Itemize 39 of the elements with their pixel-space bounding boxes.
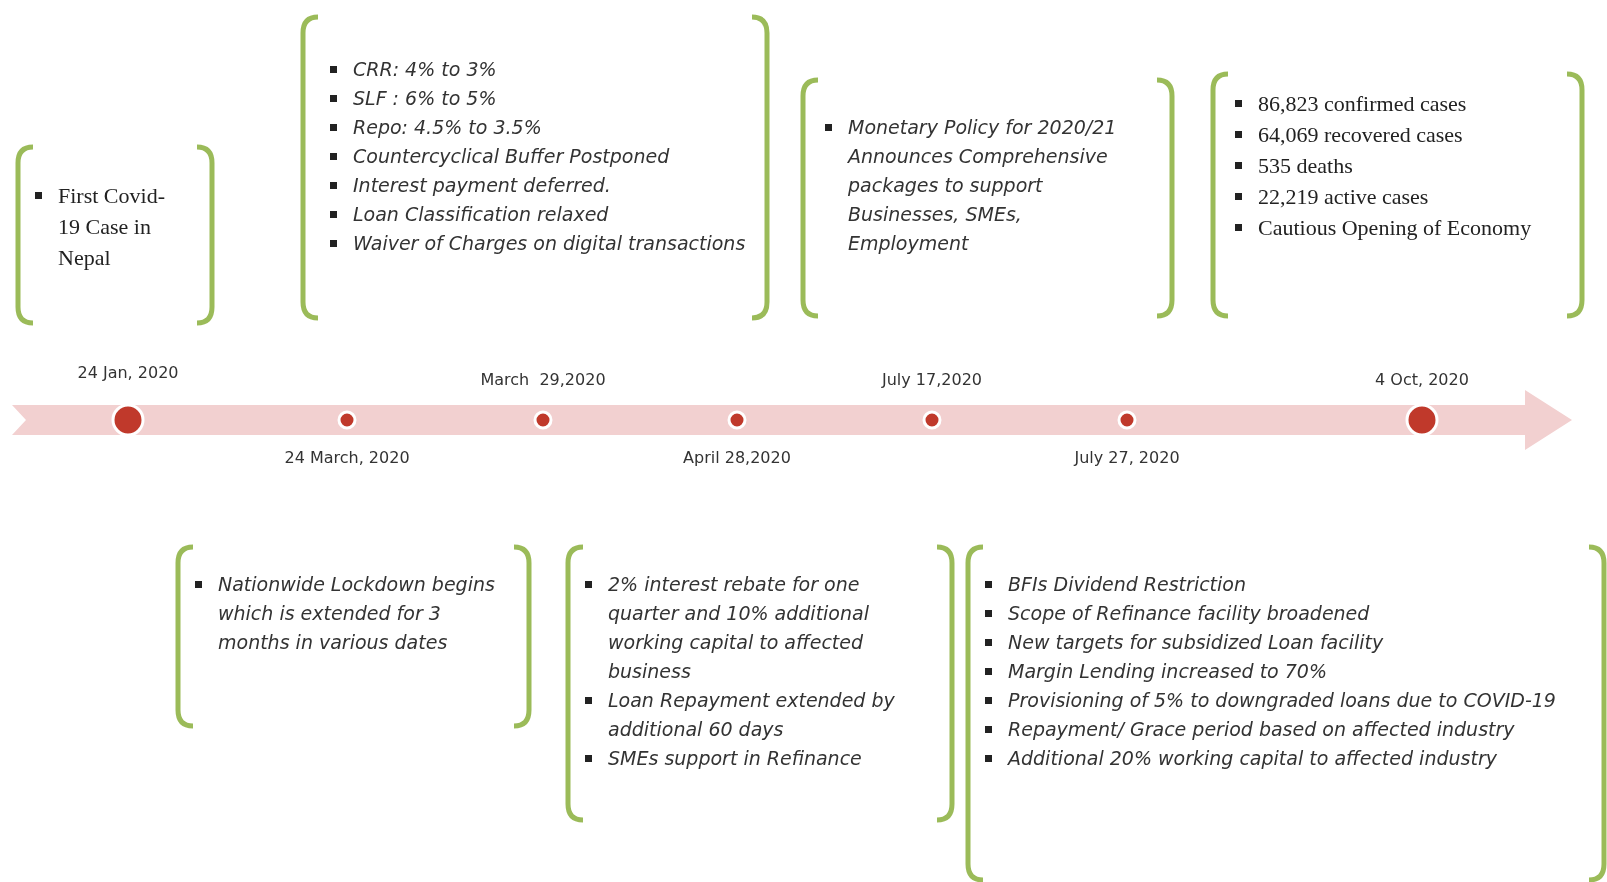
bracketed-note	[175, 545, 532, 728]
date-label: 24 Jan, 2020	[77, 363, 179, 382]
bullet-text: CRR: 4% to 3%	[353, 57, 497, 82]
bullet-text: BFIs Dividend Restriction	[1008, 572, 1246, 597]
date-label: April 28,2020	[683, 448, 791, 467]
bullet-text: Repayment/ Grace period based on affected industry	[1008, 717, 1515, 742]
bullet-text: Repo: 4.5% to 3.5%	[353, 115, 542, 140]
date-label: 24 March, 2020	[284, 448, 410, 467]
bracketed-note	[15, 145, 215, 325]
bullet-text: 22,219 active cases	[1258, 183, 1429, 211]
bracketed-note	[965, 545, 1607, 882]
bullet-text: Countercyclical Buffer Postponed	[353, 144, 670, 169]
bracketed-note	[1210, 72, 1585, 318]
bullet-text: 64,069 recovered cases	[1258, 121, 1463, 149]
bullet-text: Monetary Policy for 2020/21 Announces Comprehensive packages to support Businesses, SMEs, Employment	[848, 115, 1118, 256]
bracketed-note	[800, 78, 1175, 318]
bullet-text: Interest payment deferred.	[353, 173, 611, 198]
bullet-text: 535 deaths	[1258, 152, 1353, 180]
date-label: March 29,2020	[480, 370, 606, 389]
bullet-text: 86,823 confirmed cases	[1258, 90, 1467, 118]
bullet-text: First Covid-19 Case in Nepal	[58, 182, 166, 272]
bullet-text: Loan Classification relaxed	[353, 202, 609, 227]
bracketed-note	[300, 15, 770, 320]
date-label: July 27, 2020	[1074, 448, 1180, 467]
bullet-text: SLF : 6% to 5%	[353, 86, 497, 111]
date-label: 4 Oct, 2020	[1375, 370, 1469, 389]
bullet-text: Scope of Refinance facility broadened	[1008, 601, 1370, 626]
bullet-text: Provisioning of 5% to downgraded loans due to COVID-19	[1008, 688, 1556, 713]
date-label: July 17,2020	[882, 370, 982, 389]
bracketed-note	[565, 545, 955, 822]
bullet-text: New targets for subsidized Loan facility	[1008, 630, 1384, 655]
bullet-text: Margin Lending increased to 70%	[1008, 659, 1327, 684]
bullet-text: Additional 20% working capital to affected industry	[1008, 746, 1497, 771]
bullet-text: Waiver of Charges on digital transactions	[353, 231, 746, 256]
bullet-text: Loan Repayment extended by additional 60 days	[608, 688, 896, 742]
bullet-text: Nationwide Lockdown begins which is extended for 3 months in various dates	[218, 572, 496, 655]
bullet-text: SMEs support in Refinance	[608, 746, 862, 771]
bullet-text: 2% interest rebate for one quarter and 10% additional working capital to affected business	[608, 572, 870, 684]
bullet-text: Cautious Opening of Economy	[1258, 214, 1532, 242]
